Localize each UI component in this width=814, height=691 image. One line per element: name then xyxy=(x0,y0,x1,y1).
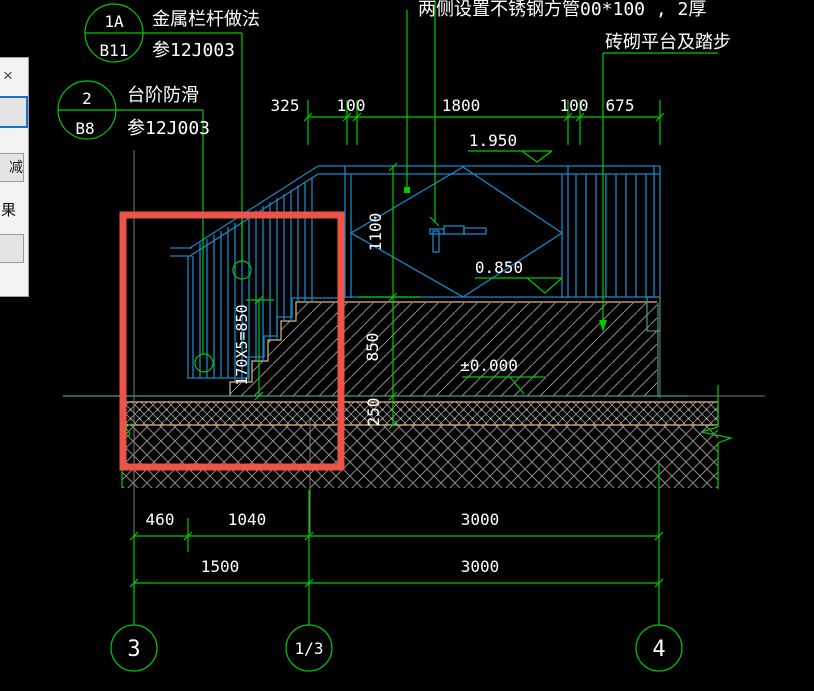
close-icon[interactable]: × xyxy=(3,66,13,85)
callout-1-title: 金属栏杆做法 xyxy=(152,9,260,30)
panel-button-2[interactable] xyxy=(0,234,24,263)
grid-bubble-1-3-label: 1/3 xyxy=(295,639,324,658)
grid-bubble-3 xyxy=(110,624,158,672)
elevation-0850 xyxy=(475,277,563,294)
elevation-0000 xyxy=(462,376,545,395)
bottom-dimension-chains xyxy=(129,462,664,625)
dim-3000-upper: 3000 xyxy=(461,510,500,529)
step-finish-line xyxy=(121,301,719,426)
vertical-dimension-chain xyxy=(358,162,420,430)
drawing-text-layer: 1A B11 金属栏杆做法 参12J003 2 B8 台阶防滑 参12J003 … xyxy=(75,0,731,662)
callout-2-geometry xyxy=(57,80,214,373)
dim-675: 675 xyxy=(606,96,635,115)
callout-2-code: B8 xyxy=(75,119,94,138)
railing-structure xyxy=(170,165,661,381)
platform-note-leader xyxy=(599,52,718,332)
stair-riser-dimension xyxy=(246,295,274,401)
top-dimension-chain xyxy=(303,100,665,145)
dim-250: 250 xyxy=(364,398,383,427)
elevation-1950-label: 1.950 xyxy=(469,131,517,150)
grid-bubble-1-3 xyxy=(285,624,333,672)
dim-100-left: 100 xyxy=(337,96,366,115)
callout-1-geometry xyxy=(84,3,252,280)
grid-bubble-4 xyxy=(635,624,683,672)
concrete-layer-hatch xyxy=(122,402,718,425)
result-label: 果 xyxy=(1,202,17,219)
elevation-0000-label: ±0.000 xyxy=(460,356,518,375)
callout-1-code: B11 xyxy=(100,41,129,60)
break-symbol-right xyxy=(700,385,734,489)
callout-1-num: 1A xyxy=(104,12,124,31)
dim-1100: 1100 xyxy=(366,213,385,252)
platform-note: 砖砌平台及踏步 xyxy=(605,32,731,53)
elevation-0850-label: 0.850 xyxy=(475,258,523,277)
dim-460: 460 xyxy=(146,510,175,529)
callout-2-ref: 参12J003 xyxy=(127,118,210,139)
steel-tube-leaders xyxy=(404,0,440,227)
dim-1800: 1800 xyxy=(442,96,481,115)
dim-3000-lower: 3000 xyxy=(461,557,500,576)
platform-hatch xyxy=(230,303,657,396)
steel-tube-icon xyxy=(429,225,487,253)
left-dialog-panel: × 减 果 xyxy=(0,57,29,297)
ground-hatch xyxy=(122,425,718,488)
elevation-1950 xyxy=(468,150,553,163)
grid-bubble-3-label: 3 xyxy=(127,637,140,662)
dim-risers: 170X5=850 xyxy=(233,304,251,385)
dim-850: 850 xyxy=(363,333,382,362)
callout-1-ref: 参12J003 xyxy=(152,40,235,61)
focused-button[interactable] xyxy=(0,96,28,128)
dim-325: 325 xyxy=(271,96,300,115)
steel-tube-note: 两侧设置不锈钢方管00*100 , 2厚 xyxy=(418,0,706,20)
dim-1040: 1040 xyxy=(228,510,267,529)
panel-button-1[interactable]: 减 xyxy=(0,153,24,182)
dim-100-right: 100 xyxy=(560,96,589,115)
callout-2-title: 台阶防滑 xyxy=(127,85,199,106)
callout-2-num: 2 xyxy=(82,89,92,108)
grid-bubble-4-label: 4 xyxy=(652,637,665,662)
dim-1500: 1500 xyxy=(201,557,240,576)
highlight-marker-rectangle xyxy=(119,211,345,471)
